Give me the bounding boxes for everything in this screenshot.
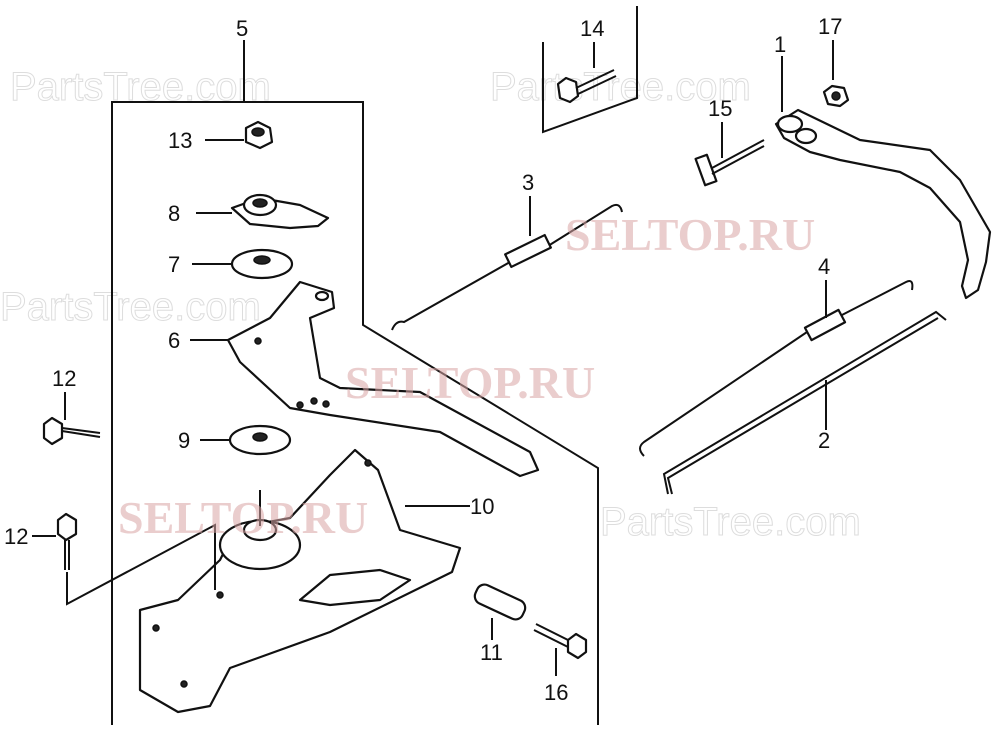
part-2-rod xyxy=(662,310,947,495)
part-10-control-base xyxy=(138,448,462,714)
callout-14: 14 xyxy=(580,16,604,41)
callout-12-lower: 12 xyxy=(4,524,28,549)
part-16-bolt xyxy=(533,623,588,660)
watermark-partstree-2: PartsTree.com xyxy=(490,65,751,109)
bracket-14 xyxy=(542,6,638,134)
part-9-washer xyxy=(228,424,292,456)
leader-12-lower-path xyxy=(66,523,216,606)
callout-12-upper: 12 xyxy=(52,366,76,391)
callout-5: 5 xyxy=(236,16,248,41)
callout-11: 11 xyxy=(480,640,503,665)
part-7-washer xyxy=(230,248,294,280)
part-14-bolt xyxy=(556,69,617,104)
watermark-partstree-4: PartsTree.com xyxy=(600,500,861,544)
callout-9: 9 xyxy=(178,428,190,453)
part-4-spring-rod xyxy=(639,280,914,457)
part-17-nut xyxy=(822,84,850,108)
callout-10: 10 xyxy=(470,494,494,519)
callout-3: 3 xyxy=(522,170,534,195)
part-12-bolt-upper xyxy=(42,416,101,446)
part-13-nut xyxy=(244,120,274,150)
callout-1: 1 xyxy=(774,32,786,57)
watermark-seltop-3: SELTOP.RU xyxy=(118,492,368,543)
callout-16: 16 xyxy=(544,680,568,705)
callout-4: 4 xyxy=(818,254,830,279)
part-11-sleeve xyxy=(473,583,527,621)
callout-15: 15 xyxy=(708,96,732,121)
part-12-bolt-lower xyxy=(56,512,78,570)
watermark-partstree-3: PartsTree.com xyxy=(0,285,261,329)
part-3-spring-rod xyxy=(391,203,623,331)
watermark-seltop-2: SELTOP.RU xyxy=(345,357,595,408)
part-1-throttle-lever xyxy=(774,108,992,300)
part-15-bolt xyxy=(694,139,765,187)
watermark-seltop-1: SELTOP.RU xyxy=(565,209,815,260)
assembly-frame xyxy=(111,101,599,725)
callout-2: 2 xyxy=(818,428,830,453)
part-8-collar-plate xyxy=(230,193,330,230)
callout-17: 17 xyxy=(818,14,842,39)
callout-6: 6 xyxy=(168,328,180,353)
part-6-control-lever xyxy=(226,280,540,478)
callout-8: 8 xyxy=(168,201,180,226)
callout-13: 13 xyxy=(168,128,192,153)
callout-7: 7 xyxy=(168,252,180,277)
